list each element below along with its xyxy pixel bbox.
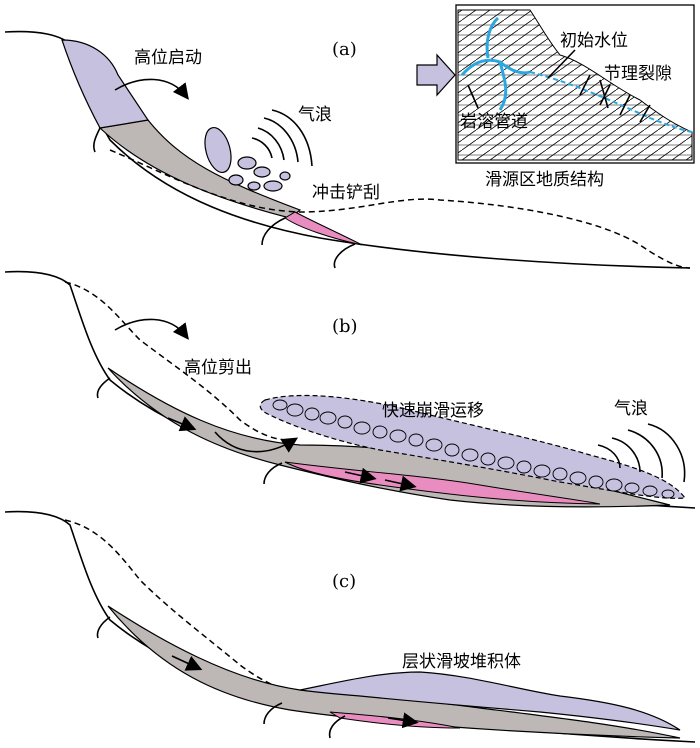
panel-a-block (247, 181, 261, 191)
panel-c-flow-arrow (171, 655, 203, 671)
inset-leader-water (547, 49, 576, 79)
inset-rock-mass (457, 9, 693, 161)
panel-a-wave-arc (271, 109, 313, 167)
panel-a-scarp-2 (261, 217, 286, 246)
panel-a-wave-arc (251, 137, 273, 159)
panel-b-flow-arrow (384, 475, 417, 492)
panel-c-label: (c) (332, 571, 356, 592)
inset-karst-conduit (460, 16, 531, 111)
panel-a-wave-label: 气浪 (298, 105, 332, 125)
panel-b-scarp (263, 462, 283, 485)
panel-a-launch-arrow (114, 78, 189, 100)
panel-c-pink-wedge (329, 711, 461, 729)
panel-a-scarp-1 (93, 127, 101, 153)
panel-c-deposit-label: 层状滑坡堆积体 (402, 652, 521, 672)
panel-c-scarp (96, 616, 111, 639)
panel-b: (b) 高位剪出 快速崩滑运移 气浪 (4, 270, 696, 509)
panel-a-purple-block (61, 39, 150, 129)
panel-a-wave-arc (257, 127, 285, 161)
panel-a-block-large (204, 126, 232, 174)
inset-water-level-label: 初始水位 (560, 31, 628, 51)
panel-b-boulders (272, 399, 675, 499)
panel-b-wave-arc (627, 429, 663, 479)
panel-a-launch-label: 高位启动 (134, 48, 202, 68)
panel-b-exit-arrow (214, 431, 299, 453)
panel-a-scrape-label: 冲击铲刮 (312, 183, 380, 203)
panel-a-block (228, 174, 244, 186)
inset-geology: 初始水位 节理裂隙 岩溶管道 滑源区地质结构 (455, 4, 695, 190)
inset-karst-label: 岩溶管道 (460, 112, 528, 132)
panel-a-wave-arc (263, 117, 299, 163)
panel-b-flow-arrow (167, 416, 197, 432)
panel-c-scarp (328, 715, 346, 739)
panel-a-scarp-3 (333, 243, 356, 269)
panel-c-flow-arrow (387, 712, 419, 729)
panel-b-shear-label: 高位剪出 (184, 358, 252, 378)
inset-caption: 滑源区地质结构 (485, 170, 604, 190)
panel-a-block (279, 171, 291, 181)
panel-b-scarp (96, 377, 111, 399)
inset-leader-joint (599, 79, 609, 109)
panel-b-motion-label: 快速崩滑运移 (382, 401, 484, 421)
panel-a: 高位启动 气浪 冲击铲刮 (a) (4, 30, 691, 269)
inset-joints-label: 节理裂隙 (604, 64, 672, 84)
panel-c-scarp (263, 702, 283, 725)
panel-a-label: (a) (332, 39, 357, 60)
panel-b-flow-arrow (344, 467, 377, 484)
panel-a-block (253, 166, 271, 178)
panel-a-block (263, 180, 283, 192)
inset-pointer-arrow (416, 53, 456, 97)
panel-b-label: (b) (332, 316, 358, 337)
panel-a-block (237, 156, 257, 170)
panel-c-original-slope (64, 519, 301, 695)
panel-b-shear-arrow (114, 318, 189, 340)
panel-b-wave-label: 气浪 (614, 399, 648, 419)
panel-b-wave-arc (597, 444, 621, 469)
panel-c: (c) 层状滑坡堆积体 (4, 510, 696, 743)
inset-leader-karst (467, 84, 479, 109)
panel-a-pink-wedge (284, 211, 363, 246)
panel-b-wave-arc (611, 437, 641, 473)
panel-a-runout-dashed (109, 149, 691, 269)
panel-c-purple-layer (299, 671, 681, 731)
panel-b-wave-arc (647, 423, 686, 483)
